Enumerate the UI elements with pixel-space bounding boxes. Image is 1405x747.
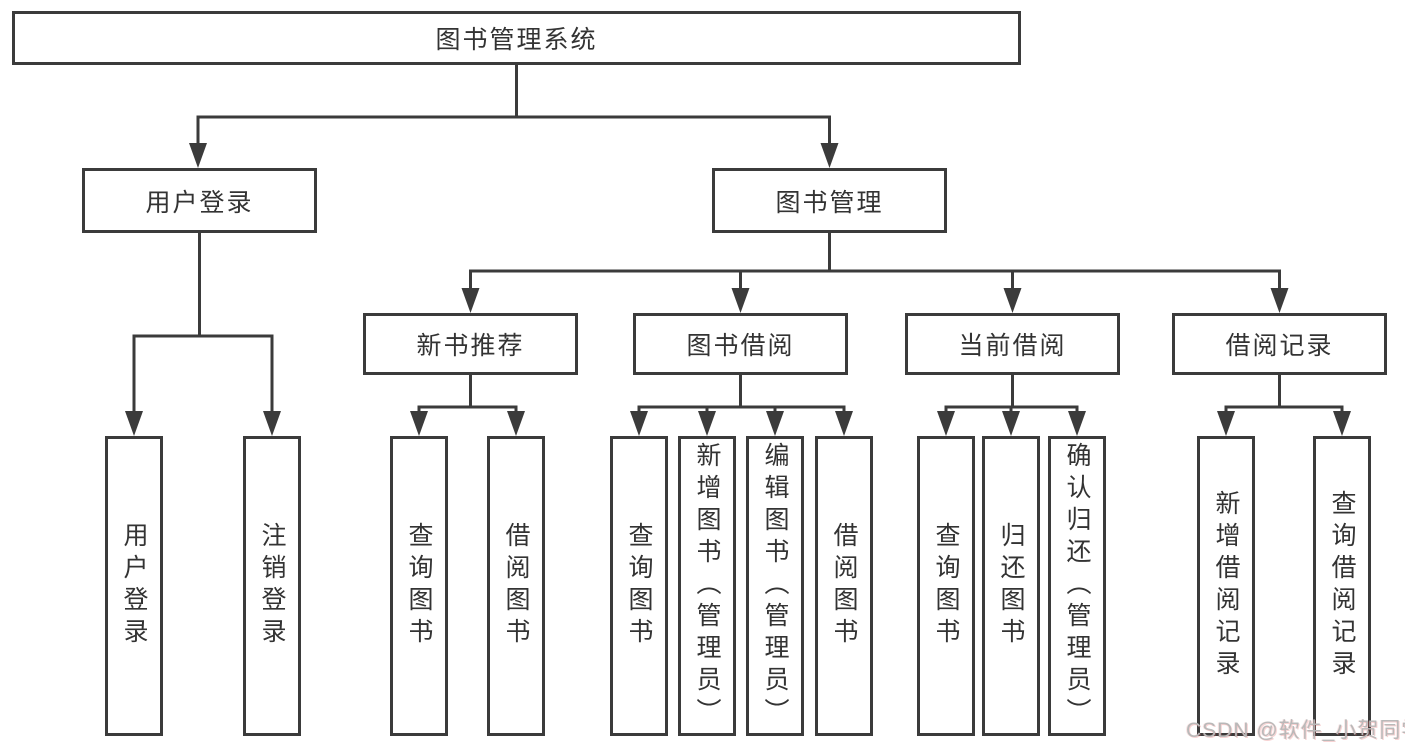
node-new-book-recommend: 新书推荐 [363, 313, 578, 375]
node-borrow-record-label: 借阅记录 [1225, 332, 1334, 360]
leaf-nb-query-book: 查询图书 [390, 436, 448, 736]
node-book-borrow-label: 图书借阅 [686, 332, 795, 360]
leaf-bb-add-book: 新增图书（管理员） [678, 436, 736, 736]
node-new-book-recommend-label: 新书推荐 [416, 332, 525, 360]
leaf-cb-return-book-label: 归还图书 [997, 522, 1025, 650]
leaf-cb-query-book: 查询图书 [917, 436, 975, 736]
node-root-label: 图书管理系统 [435, 26, 598, 54]
node-borrow-record: 借阅记录 [1172, 313, 1387, 375]
node-current-borrow-label: 当前借阅 [958, 332, 1067, 360]
leaf-bb-add-book-label: 新增图书（管理员） [693, 442, 721, 730]
leaf-bb-query-book-label: 查询图书 [625, 522, 653, 650]
leaf-br-add-record: 新增借阅记录 [1197, 436, 1255, 736]
leaf-bb-borrow-book-label: 借阅图书 [830, 522, 858, 650]
leaf-bb-borrow-book: 借阅图书 [815, 436, 873, 736]
node-current-borrow: 当前借阅 [905, 313, 1120, 375]
leaf-logout: 注销登录 [243, 436, 301, 736]
leaf-bb-edit-book-label: 编辑图书（管理员） [761, 442, 789, 730]
node-book-borrow: 图书借阅 [633, 313, 848, 375]
node-user-login: 用户登录 [82, 168, 317, 233]
node-book-management: 图书管理 [712, 168, 947, 233]
leaf-logout-label: 注销登录 [258, 522, 286, 650]
leaf-cb-return-book: 归还图书 [982, 436, 1040, 736]
csdn-watermark: CSDN @软件_小贺同学 [1186, 719, 1405, 742]
node-root: 图书管理系统 [12, 11, 1021, 65]
leaf-br-query-record-label: 查询借阅记录 [1328, 490, 1356, 682]
leaf-bb-edit-book: 编辑图书（管理员） [746, 436, 804, 736]
leaf-br-add-record-label: 新增借阅记录 [1212, 490, 1240, 682]
leaf-cb-confirm-return: 确认归还（管理员） [1048, 436, 1106, 736]
leaf-nb-borrow-book: 借阅图书 [487, 436, 545, 736]
leaf-br-query-record: 查询借阅记录 [1313, 436, 1371, 736]
node-user-login-label: 用户登录 [145, 188, 254, 217]
node-book-management-label: 图书管理 [775, 188, 884, 217]
leaf-user-login-label: 用户登录 [120, 522, 148, 650]
leaf-nb-query-book-label: 查询图书 [405, 522, 433, 650]
leaf-user-login: 用户登录 [105, 436, 163, 736]
leaf-bb-query-book: 查询图书 [610, 436, 668, 736]
leaf-cb-query-book-label: 查询图书 [932, 522, 960, 650]
leaf-cb-confirm-return-label: 确认归还（管理员） [1063, 442, 1091, 730]
leaf-nb-borrow-book-label: 借阅图书 [502, 522, 530, 650]
